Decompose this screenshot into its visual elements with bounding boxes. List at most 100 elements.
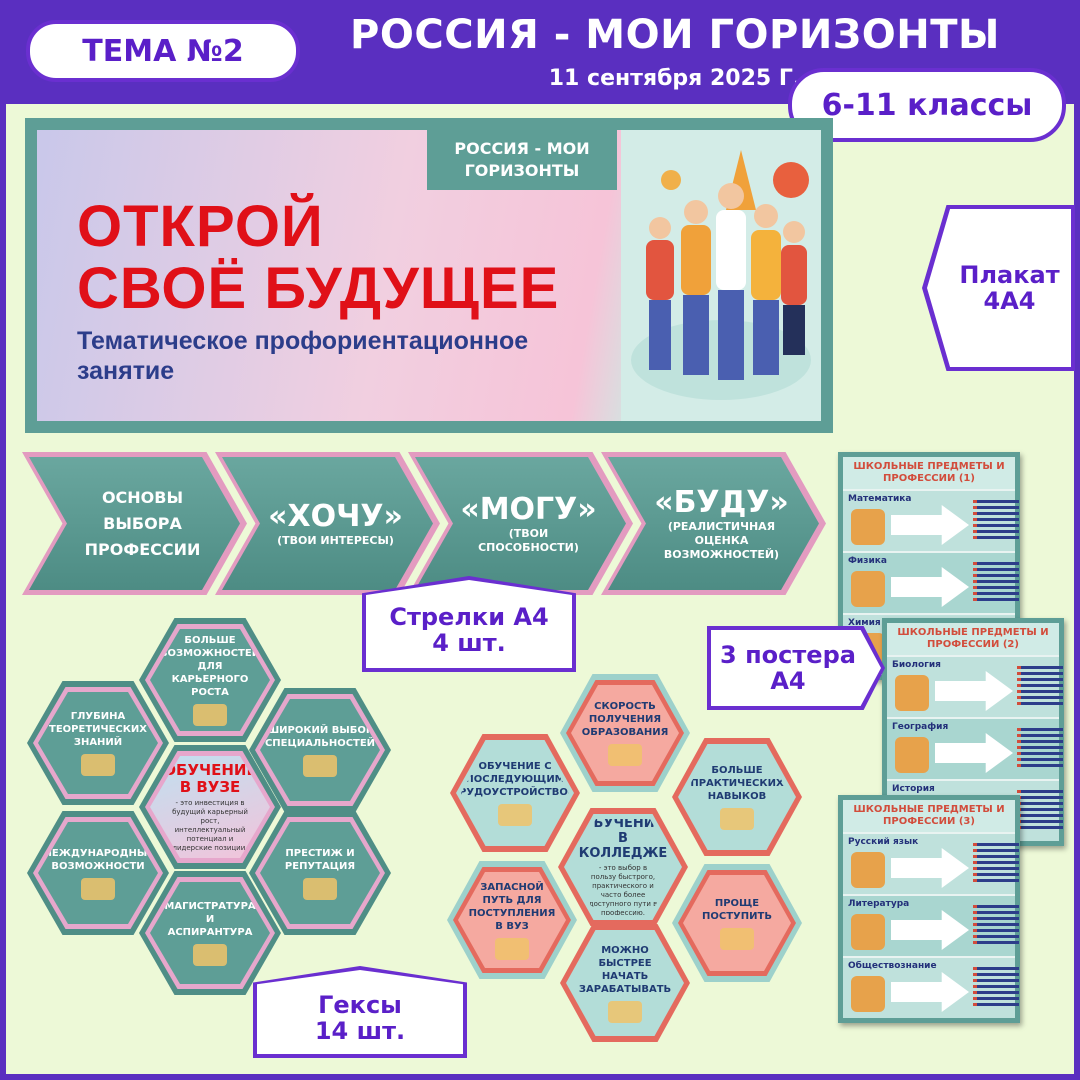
hex-text: ШИРОКИЙ ВЫБОР СПЕЦИАЛЬНОСТЕЙ [264,724,376,749]
posters-count-line2: А4 [770,667,806,695]
people-celebrating-illustration [621,130,821,421]
hex-illustration [498,804,532,826]
arrows-count-line2: 4 шт. [432,629,506,657]
subject-name: Обществознание [848,961,937,971]
hex-text: МОЖНО БЫСТРЕЕ НАЧАТЬ ЗАРАБАТЫВАТЬ [578,944,672,995]
professions-list [973,964,1019,1009]
hex-college-center: ОБУЧЕНИЕ В КОЛЛЕДЖЕ- это выбор в пользу … [558,808,688,926]
hex-center-title: ОБУЧЕНИЕ В ВУЗЕ [163,760,257,796]
hex-text: ПРЕСТИЖ И РЕПУТАЦИЯ [284,847,356,872]
arrow-subtitle: (ТВОИ ИНТЕРЕСЫ) [277,533,394,547]
professions-list [973,497,1019,542]
subject-illustration [895,737,929,773]
subject-name: История [892,784,935,794]
poster-title: ШКОЛЬНЫЕ ПРЕДМЕТЫ И ПРОФЕССИИ (1) [843,457,1015,489]
hex-college-item: ЗАПАСНОЙ ПУТЬ ДЛЯ ПОСТУПЛЕНИЯ В ВУЗ [447,861,577,979]
hex-university-item: ШИРОКИЙ ВЫБОР СПЕЦИАЛЬНОСТЕЙ [249,688,391,812]
hex-text: ГЛУБИНА ТЕОРЕТИЧЕСКИХ ЗНАНИЙ [49,711,148,748]
hex-text: ПРОЩЕ ПОСТУПИТЬ [702,897,772,922]
arrow-title: «МОГУ» [460,491,597,527]
subject-row: Русский язык [843,832,1019,894]
subject-row: Физика [843,551,1019,613]
poster-tag: РОССИЯ - МОИ ГОРИЗОНТЫ [427,130,617,190]
hex-illustration [193,944,227,966]
poster-count-label: Плакат 4А4 [922,205,1075,371]
subject-row: Обществознание [843,956,1019,1018]
subject-illustration [851,509,885,545]
subject-name: Русский язык [848,837,919,847]
subject-row: География [887,717,1063,779]
poster-count-text: Плакат 4А4 [959,260,1060,315]
arrow-icon [891,910,969,950]
grades-badge-text: 6-11 классы [821,87,1033,123]
professions-list [973,902,1019,947]
subject-illustration [851,976,885,1012]
poster-subtitle: Тематическое профориентационное занятие [77,327,529,385]
arrow-subtitle: (ТВОИ СПОСОБНОСТИ) [478,526,579,554]
subject-name: Химия [848,618,881,628]
hex-illustration [81,877,115,900]
subject-name: Биология [892,660,941,670]
hex-university-item: ГЛУБИНА ТЕОРЕТИЧЕСКИХ ЗНАНИЙ [27,681,169,805]
hex-college-item: СКОРОСТЬ ПОЛУЧЕНИЯ ОБРАЗОВАНИЯ [560,674,690,792]
subject-illustration [851,914,885,950]
hex-college-item: ПРОЩЕ ПОСТУПИТЬ [672,864,802,982]
arrow-icon [935,671,1013,711]
hex-university-center: ОБУЧЕНИЕ В ВУЗЕ- это инвестиция в будущи… [139,745,281,869]
hex-text: МАГИСТРАТУРА И АСПИРАНТУРА [164,901,256,938]
arrow-icon [935,733,1013,773]
subject-illustration [851,571,885,607]
subject-name: Литература [848,899,910,909]
poster-title: ШКОЛЬНЫЕ ПРЕДМЕТЫ И ПРОФЕССИИ (2) [887,623,1059,655]
topic-badge: ТЕМА №2 [26,20,300,82]
hex-illustration [193,704,227,726]
hex-center-title: ОБУЧЕНИЕ В КОЛЛЕДЖЕ [578,816,668,861]
hex-illustration [303,754,337,777]
hex-college-item: БОЛЬШЕ ПРАКТИЧЕСКИХ НАВЫКОВ [672,738,802,856]
hex-college-item: МОЖНО БЫСТРЕЕ НАЧАТЬ ЗАРАБАТЫВАТЬ [560,924,690,1042]
hex-illustration [720,808,754,830]
arrow-subtitle: (РЕАЛИСТИЧНАЯ ОЦЕНКА ВОЗМОЖНОСТЕЙ) [663,519,780,561]
professions-list [1017,725,1063,770]
professions-list [1017,663,1063,708]
hexes-count-line1: Гексы [318,990,402,1019]
page-title: РОССИЯ - МОИ ГОРИЗОНТЫ [350,12,1000,58]
hex-university-item: ПРЕСТИЖ И РЕПУТАЦИЯ [249,811,391,935]
hex-text: МЕЖДУНАРОДНЫЕ ВОЗМОЖНОСТИ [41,847,155,872]
subject-illustration [895,675,929,711]
subject-row: Литература [843,894,1019,956]
topic-badge-text: ТЕМА №2 [82,33,244,69]
hex-illustration [303,877,337,900]
subject-row: Математика [843,489,1019,551]
posters-count-line1: 3 постера [720,640,856,669]
subject-illustration [851,852,885,888]
hexes-count-line2: 14 шт. [314,1017,406,1045]
subjects-poster-3: ШКОЛЬНЫЕ ПРЕДМЕТЫ И ПРОФЕССИИ (3) Русский… [838,795,1020,1023]
professions-list [973,840,1019,885]
hex-text: ОБУЧЕНИЕ С ПОСЛЕДУЮЩИМ ТРУДОУСТРОЙСТВОМ [452,761,578,798]
hex-text: БОЛЬШЕ ПРАКТИЧЕСКИХ НАВЫКОВ [690,765,784,802]
subject-name: География [892,722,949,732]
hex-illustration [608,1000,642,1023]
hex-illustration [495,937,529,960]
hex-illustration [608,744,642,766]
hex-center-text: - это инвестиция в будущий карьерный рос… [172,798,248,852]
arrow-icon [891,567,969,607]
poster-title: ШКОЛЬНЫЕ ПРЕДМЕТЫ И ПРОФЕССИИ (3) [843,800,1015,832]
arrow-title: «БУДУ» [654,484,789,520]
arrow-title: «ХОЧУ» [268,498,403,534]
arrow-title: ОСНОВЫ ВЫБОРА ПРОФЕССИИ [84,487,201,559]
hex-university-item: МАГИСТРАТУРА И АСПИРАНТУРА [139,871,281,995]
arrow-icon [891,505,969,545]
arrow-icon [891,848,969,888]
headline-line-1: ОТКРОЙ [77,194,324,259]
headline-line-2: СВОЁ БУДУЩЕЕ [77,256,560,321]
arrow-icon [891,972,969,1012]
hex-text: ЗАПАСНОЙ ПУТЬ ДЛЯ ПОСТУПЛЕНИЯ В ВУЗ [468,881,556,932]
subject-name: Физика [848,556,887,566]
professions-list [973,559,1019,604]
